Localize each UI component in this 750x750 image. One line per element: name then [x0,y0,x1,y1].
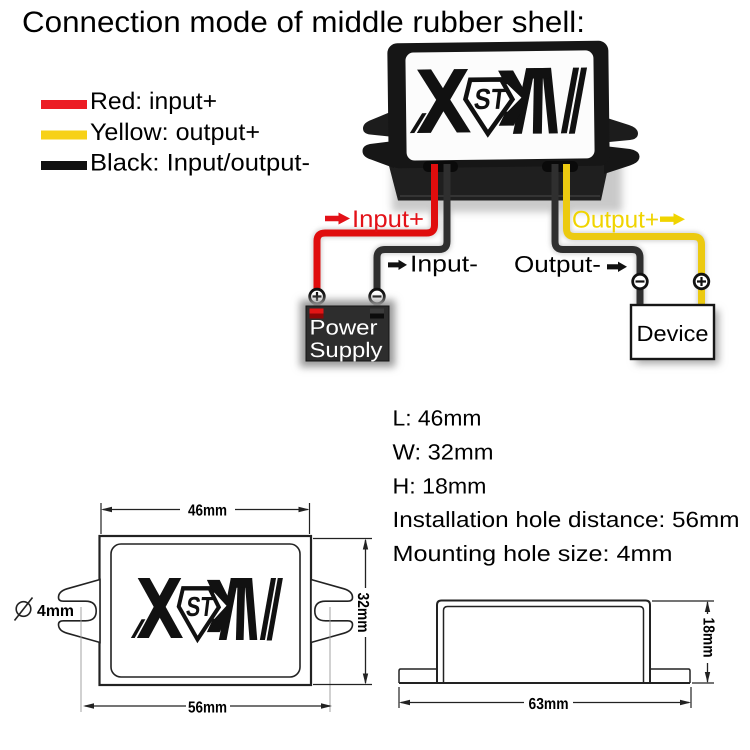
svg-text:56mm: 56mm [188,700,227,717]
svg-text:Output-: Output- [514,251,601,277]
svg-text:L: 46mm: L: 46mm [393,406,482,431]
svg-text:Input+: Input+ [352,206,424,233]
svg-text:Power: Power [310,317,378,340]
svg-text:Black: Input/output-: Black: Input/output- [90,150,310,177]
svg-text:32mm: 32mm [354,593,371,633]
svg-text:Red: input+: Red: input+ [90,88,217,115]
svg-text:Installation hole distance: 56: Installation hole distance: 56mm [393,507,740,532]
svg-text:Input-: Input- [410,251,478,277]
svg-text:Mounting hole size: 4mm: Mounting hole size: 4mm [393,541,673,566]
svg-text:Device: Device [637,321,709,346]
svg-text:Connection mode of middle rubb: Connection mode of middle rubber shell: [22,6,585,39]
svg-text:Yellow: output+: Yellow: output+ [90,119,260,146]
svg-text:H: 18mm: H: 18mm [393,473,487,498]
svg-text:Supply: Supply [310,339,384,362]
svg-text:18mm: 18mm [700,618,717,658]
svg-text:46mm: 46mm [188,503,227,520]
svg-text:4mm: 4mm [37,603,74,620]
svg-text:W: 32mm: W: 32mm [393,440,494,465]
svg-text:63mm: 63mm [529,696,569,713]
svg-text:Output+: Output+ [572,207,659,234]
